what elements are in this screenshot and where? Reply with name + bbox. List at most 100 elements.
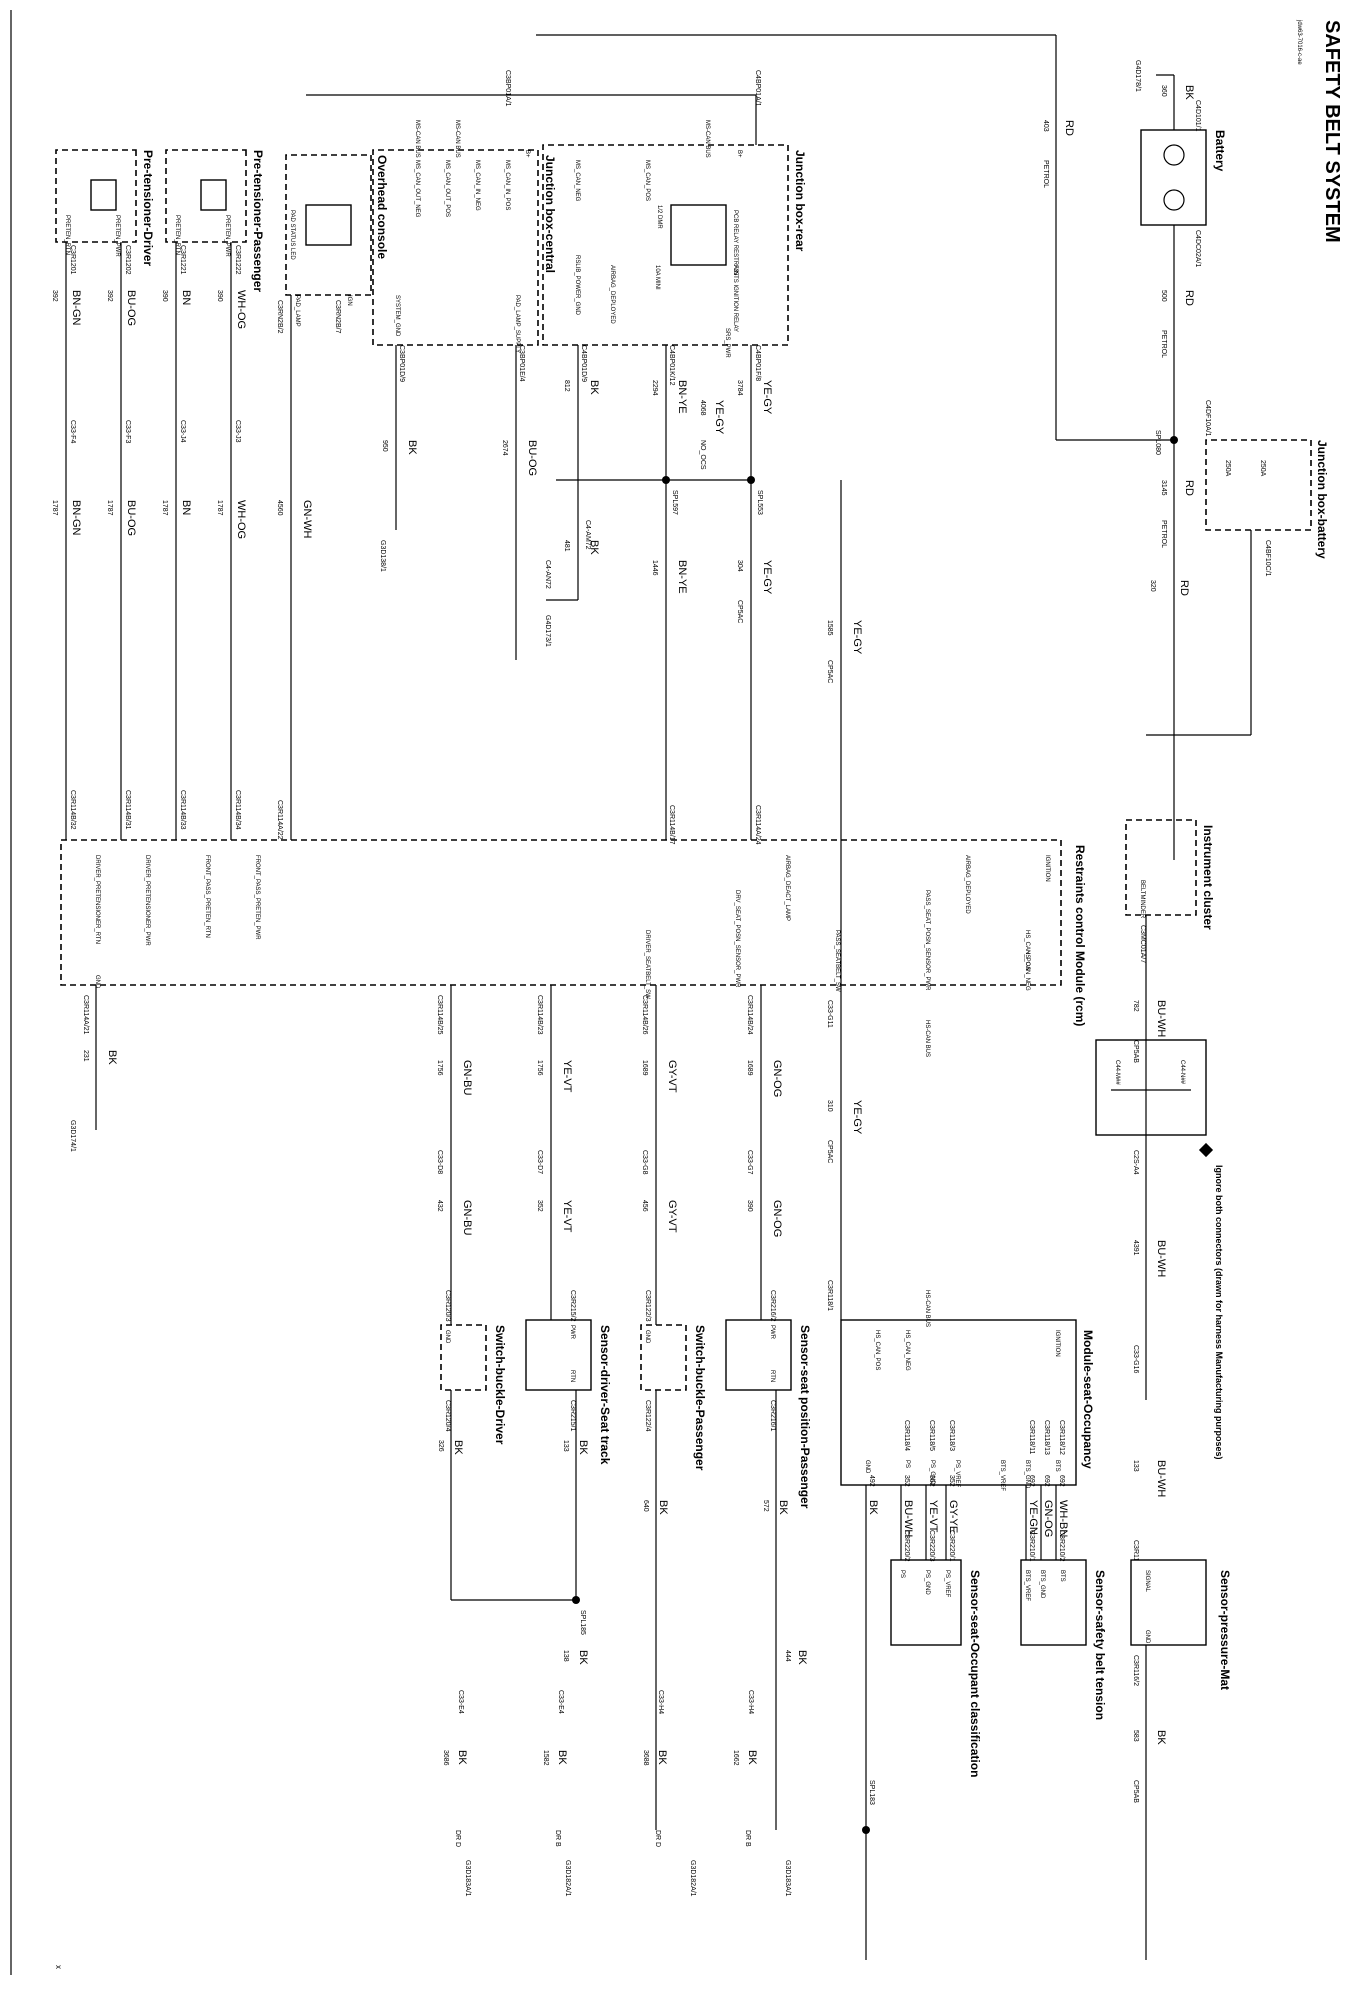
connector-c3r1161: C3R116/1 bbox=[1132, 1540, 1139, 1571]
pin-airbag-deployed: AIRBAG_DEPLOYED bbox=[609, 265, 615, 324]
connector-c33j4: C33-J4 bbox=[179, 420, 186, 443]
jb-battery-label: Junction box-battery bbox=[1315, 440, 1329, 559]
pin-hs-can-neg: HS_CAN_NEG bbox=[904, 1330, 910, 1371]
connector-c3r114a22: C3R114A/22 bbox=[276, 800, 283, 840]
circuit-number: 304 bbox=[736, 560, 743, 572]
junction-box-rear: Junction box-rear PCB RELAY RESTRAINTS I… bbox=[542, 144, 807, 358]
wire-color: BU-OG bbox=[125, 500, 137, 536]
pin-driver-preten-pwr: DRIVER_PRETENSIONER_PWR bbox=[144, 855, 150, 946]
pin-preten-rtn: PRETEN_RTN bbox=[64, 215, 70, 255]
wire-color: WH-OG bbox=[235, 500, 247, 539]
connector-c3r2152: C3R215/2 bbox=[569, 1290, 576, 1322]
circuit-number: 640 bbox=[642, 1500, 649, 1512]
connector-c3r1185: C3R118/5 bbox=[928, 1420, 935, 1451]
circuit-number: 1585 bbox=[826, 620, 833, 636]
connector-c3r2203: C3R220/3 bbox=[928, 1530, 935, 1562]
connector-c3bp01a1: C3BP01A/1 bbox=[504, 70, 511, 107]
pin-bts-vref: BTS_VREF bbox=[1024, 1570, 1030, 1601]
pin-pwr: PWR bbox=[569, 1325, 575, 1340]
wire-color: BU-OG bbox=[125, 290, 137, 326]
wire-color: BK bbox=[106, 1050, 118, 1065]
wire-color: RD bbox=[1183, 290, 1195, 306]
pin-ms-can-out-neg: MS_CAN_OUT_NEG bbox=[414, 160, 420, 218]
connector-c3r114b25: C3R114B/25 bbox=[436, 995, 443, 1035]
module-seat-occupancy: Module-seat-Occupancy IGNITION HS_CAN_NE… bbox=[840, 1319, 1095, 1491]
circuit-number: 3784 bbox=[736, 380, 743, 396]
squib-icon bbox=[200, 179, 227, 211]
connector-c3r114b24: C3R114B/24 bbox=[746, 995, 753, 1035]
connector-c3r114b33: C3R114B/33 bbox=[179, 790, 186, 830]
instrument-cluster-label: Instrument cluster bbox=[1201, 825, 1215, 930]
connector-c3r1204: C3R120/4 bbox=[444, 1400, 451, 1432]
connector-c3r1223: C3R122/3 bbox=[644, 1290, 651, 1322]
pin-airbag-deact-lamp: AIRBAG_DEACT_LAMP bbox=[784, 855, 790, 921]
occupancy-label: Module-seat-Occupancy bbox=[1081, 1330, 1095, 1469]
jb-rear-label: Junction box-rear bbox=[793, 150, 807, 252]
connector-c3r114b26: C3R114B/26 bbox=[641, 995, 648, 1035]
dest-dr-b: DR B bbox=[744, 1830, 751, 1847]
wire-color: WH-BN bbox=[1057, 1500, 1069, 1537]
connector-c4am72: C4-AM72 bbox=[584, 520, 591, 550]
pin-ms-can-in-pos: MS_CAN_IN_POS bbox=[504, 160, 510, 210]
connector-c2sa4: C2S-A4 bbox=[1132, 1150, 1139, 1175]
pin-driver-preten-rtn: DRIVER_PRETENSIONER_RTN bbox=[94, 855, 100, 944]
variant-label: CP5AC bbox=[736, 600, 743, 623]
pressure-mat-label: Sensor-pressure-Mat bbox=[1218, 1570, 1232, 1690]
wire-color: YE-GY bbox=[851, 1100, 863, 1135]
pin-gnd: GND bbox=[1144, 1630, 1150, 1644]
connector-c33d8: C33-D8 bbox=[436, 1150, 443, 1174]
overhead-console-label: Overhead console bbox=[375, 155, 389, 259]
wire-color: BN bbox=[180, 290, 192, 305]
connector-c33g7: C33-G7 bbox=[746, 1150, 753, 1175]
restraints-control-module: Restraints control Module (rcm) IGNITION… bbox=[60, 839, 1087, 1026]
sensor-seat-position-passenger: Sensor-seat position-Passenger PWR RTN C… bbox=[725, 1290, 812, 1509]
circuit-number: 352 bbox=[536, 1200, 543, 1212]
wire-color: YE-VT bbox=[561, 1060, 573, 1093]
wire-color: BK bbox=[577, 1650, 589, 1665]
circuit-number: 4068 bbox=[699, 400, 706, 416]
occupant-class-label: Sensor-seat-Occupant classification bbox=[968, 1570, 982, 1777]
legend-box bbox=[1095, 1039, 1207, 1136]
fuse-f35-rating: 10A MINI bbox=[654, 265, 660, 290]
dmr-label: 1/2 DMR bbox=[656, 205, 662, 229]
pretensioner-driver-label: Pre-tensioner-Driver bbox=[141, 150, 155, 266]
connector-c3rn2b7: C3RN2B/7 bbox=[334, 300, 341, 334]
pin-b-plus: B+ bbox=[736, 150, 742, 158]
sensor-seat-occupant-classification: Sensor-seat-Occupant classification PS_V… bbox=[890, 1559, 982, 1777]
wire-color: RD bbox=[1063, 120, 1075, 136]
pin-hs-can-neg: HS_CAN_NEG bbox=[1024, 950, 1030, 991]
pin-ms-can-pos: MS_CAN_POS bbox=[644, 160, 650, 201]
wire-color: YE-GY bbox=[713, 400, 725, 435]
pin-driver-seatbelt-sw: DRIVER_SEATBELT_SW bbox=[644, 930, 650, 999]
wire-color: BK bbox=[588, 540, 600, 555]
pin-ps: PS bbox=[904, 1460, 910, 1468]
sensor-driver-seat-track: Sensor-driver-Seat track PWR RTN C3R215/… bbox=[525, 1290, 612, 1465]
circuit-number: 572 bbox=[762, 1500, 769, 1512]
dest-dr-b: DR B bbox=[554, 1830, 561, 1847]
wire-color: BK bbox=[656, 1750, 668, 1765]
circuit-number: 583 bbox=[1132, 1730, 1139, 1742]
wire-color: GN-OG bbox=[1042, 1500, 1054, 1537]
connector-c3r11812: C3R118/12 bbox=[1058, 1420, 1065, 1455]
pretensioner-pass-label: Pre-tensioner-Passenger bbox=[251, 150, 265, 292]
switch-buckle-driver: Switch-buckle-Driver GND C3R120/3 C3R120… bbox=[440, 1290, 507, 1445]
pin-front-pass-preten-rtn: FRONT_PASS_PRETEN_RTN bbox=[204, 855, 210, 938]
circuit-number: 138 bbox=[562, 1650, 569, 1662]
jb-central-label: Junction box-central bbox=[543, 155, 557, 273]
circuit-number: 352 bbox=[903, 1475, 910, 1487]
connector-c3r2102: C3R210/2 bbox=[1058, 1530, 1065, 1562]
connector-c3r2162: C3R216/2 bbox=[769, 1290, 776, 1322]
connector-c33h4: C33-H4 bbox=[747, 1690, 754, 1714]
connector-c3r1201: C3R1201 bbox=[69, 245, 76, 275]
circuit-number: 1787 bbox=[216, 500, 223, 516]
pin-signal: SIGNAL bbox=[1144, 1570, 1150, 1593]
ground-g3d183a: G3D183A/1 bbox=[464, 1860, 471, 1897]
reference-code: jdw63-7016-c-ae bbox=[1296, 19, 1302, 65]
circuit-number: 456 bbox=[641, 1200, 648, 1212]
connector-c33e4: C33-E4 bbox=[557, 1690, 564, 1714]
wire-color: BU-WH bbox=[1155, 1460, 1167, 1497]
ground-g3d138: G3D138/1 bbox=[379, 540, 386, 572]
buckle-pass-label: Switch-buckle-Passenger bbox=[693, 1325, 707, 1471]
pretensioner-driver: Pre-tensioner-Driver PRETEN_PWR PRETEN_R… bbox=[55, 149, 155, 266]
pin-gnd: GND bbox=[864, 1460, 870, 1474]
